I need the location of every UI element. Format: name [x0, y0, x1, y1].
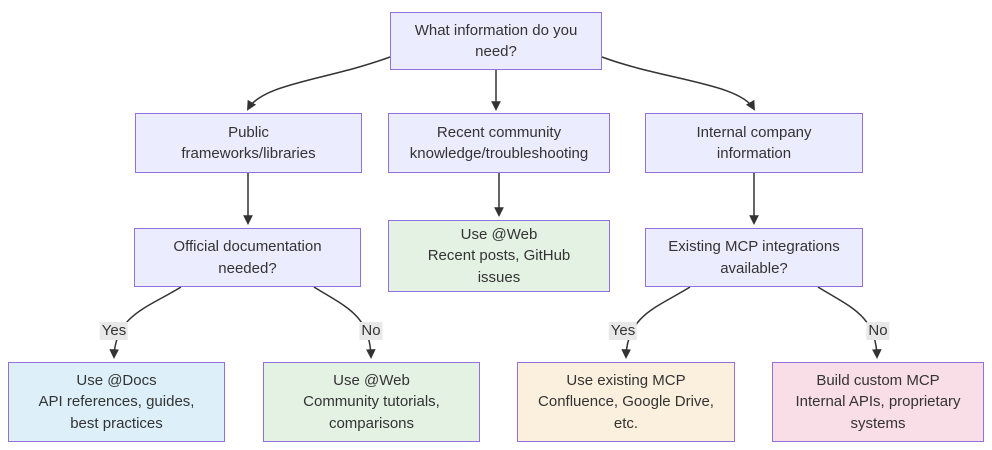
edge-label-no: No: [866, 322, 890, 340]
edge-root-to-internal: [601, 56, 755, 111]
node-existing-mcp-question: Existing MCP integrations available?: [645, 228, 863, 287]
node-use-web-recent: Use @Web Recent posts, GitHub issues: [388, 220, 610, 292]
edge-existingmcp-yes-to-usemcp: [621, 286, 691, 359]
edge-officialdocs-yes-to-usedocs: [109, 286, 182, 359]
node-public-frameworks: Public frameworks/libraries: [135, 113, 362, 173]
node-internal-company: Internal company information: [645, 113, 863, 173]
edge-label-yes: Yes: [608, 322, 638, 340]
node-root-question: What information do you need?: [390, 12, 602, 70]
node-official-docs-question: Official documentation needed?: [134, 228, 361, 287]
edge-label-yes: Yes: [99, 322, 129, 340]
node-use-web-community: Use @Web Community tutorials, comparison…: [263, 362, 480, 442]
node-build-custom-mcp: Build custom MCP Internal APIs, propriet…: [772, 362, 984, 442]
edge-existingmcp-no-to-custommcp: [817, 286, 882, 359]
node-recent-community: Recent community knowledge/troubleshooti…: [388, 113, 610, 173]
edge-label-no: No: [359, 322, 383, 340]
edge-officialdocs-no-to-useweb: [313, 286, 376, 359]
edge-root-to-public: [247, 56, 391, 111]
node-use-docs: Use @Docs API references, guides, best p…: [8, 362, 225, 442]
node-use-existing-mcp: Use existing MCP Confluence, Google Driv…: [517, 362, 735, 442]
